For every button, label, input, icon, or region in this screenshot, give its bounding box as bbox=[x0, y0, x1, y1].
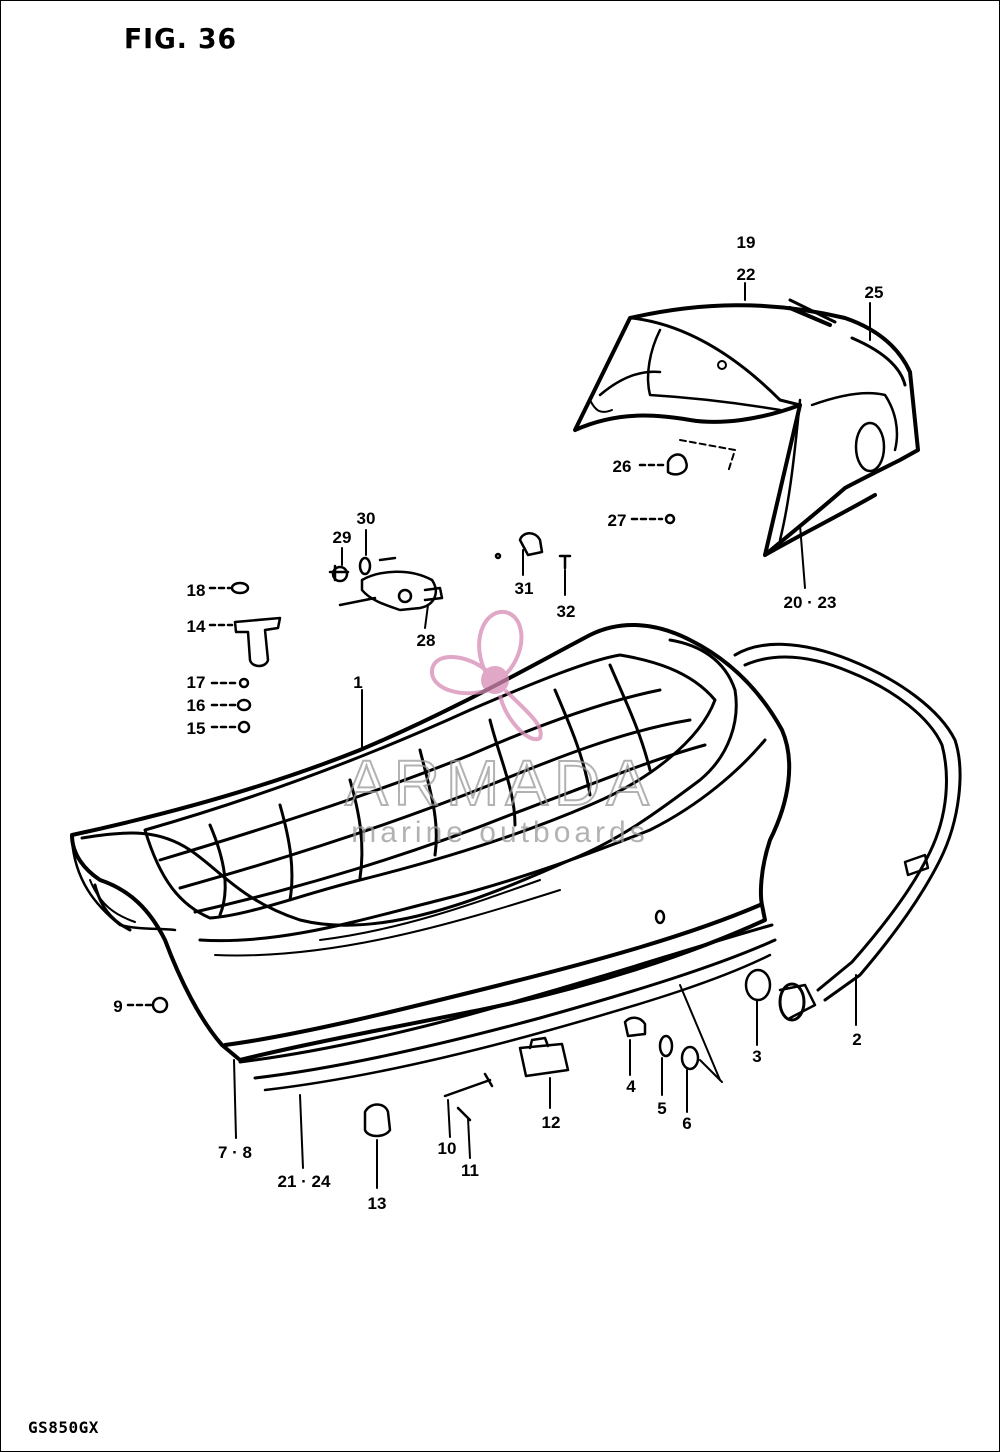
callout-5: 5 bbox=[657, 1099, 666, 1118]
callout-9: 9 bbox=[113, 997, 122, 1016]
watermark-tagline: marine outboards bbox=[351, 816, 648, 849]
callout-21-24: 21 · 24 bbox=[278, 1172, 331, 1191]
callout-14: 14 bbox=[187, 617, 206, 636]
callout-13: 13 bbox=[368, 1194, 387, 1213]
quilted-cushion bbox=[143, 653, 717, 920]
callout-30: 30 bbox=[357, 509, 376, 528]
callout-labels: 19 22 25 26 27 20 · 23 30 29 31 32 28 18… bbox=[113, 233, 883, 1213]
hardware-parts bbox=[126, 453, 772, 1138]
armada-watermark: ARMADA marine outboards bbox=[344, 609, 655, 849]
propeller-logo bbox=[430, 609, 543, 742]
callout-7-8: 7 · 8 bbox=[218, 1143, 252, 1162]
callout-17: 17 bbox=[187, 673, 206, 692]
callout-20-23: 20 · 23 bbox=[784, 593, 837, 612]
callout-12: 12 bbox=[542, 1113, 561, 1132]
callout-25: 25 bbox=[865, 283, 884, 302]
callout-16: 16 bbox=[187, 696, 206, 715]
callout-27: 27 bbox=[608, 511, 627, 530]
tail-cowl bbox=[573, 298, 920, 557]
callout-2: 2 bbox=[852, 1030, 861, 1049]
callout-3: 3 bbox=[752, 1047, 761, 1066]
callout-1: 1 bbox=[353, 673, 362, 692]
callout-31: 31 bbox=[515, 579, 534, 598]
callout-28: 28 bbox=[417, 631, 436, 650]
watermark-brand: ARMADA bbox=[345, 747, 655, 819]
callout-19: 19 bbox=[737, 233, 756, 252]
seat-assembly bbox=[70, 622, 792, 1092]
model-code: GS850GX bbox=[28, 1418, 99, 1437]
callout-18: 18 bbox=[187, 581, 206, 600]
grab-rail bbox=[733, 642, 962, 1022]
callout-4: 4 bbox=[626, 1077, 636, 1096]
callout-15: 15 bbox=[187, 719, 206, 738]
callout-26: 26 bbox=[613, 457, 632, 476]
callout-32: 32 bbox=[557, 602, 576, 621]
figure-title: FIG. 36 bbox=[124, 22, 237, 55]
leader-lines bbox=[233, 282, 871, 1189]
callout-11: 11 bbox=[461, 1161, 479, 1180]
callout-22: 22 bbox=[737, 265, 756, 284]
callout-10: 10 bbox=[438, 1139, 457, 1158]
callout-6: 6 bbox=[682, 1114, 691, 1133]
callout-29: 29 bbox=[333, 528, 352, 547]
